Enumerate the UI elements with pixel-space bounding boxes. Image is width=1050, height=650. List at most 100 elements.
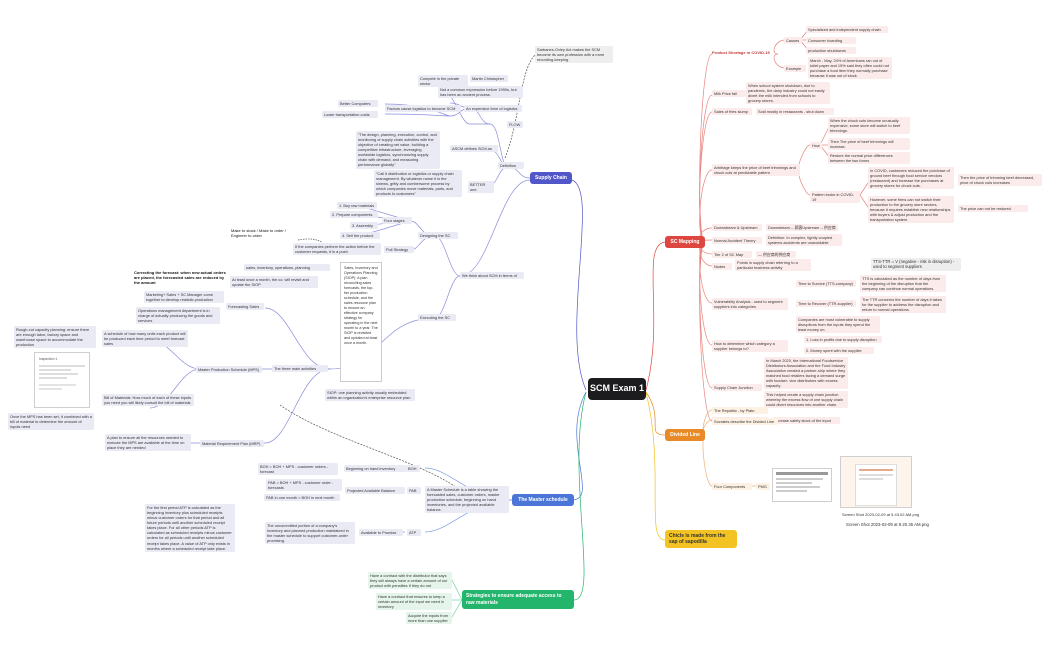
node-sop-card[interactable]: Sales, Inventory and Operations Planning… xyxy=(340,262,382,382)
node-four-stages[interactable]: Four stages xyxy=(382,217,412,225)
branch-sc-mapping[interactable]: SC Mapping xyxy=(665,236,705,248)
node-restore[interactable]: Restore the normal price differences bet… xyxy=(828,152,910,165)
node-arbitrage[interactable]: Arbitrage keeps the price of beef trimmi… xyxy=(712,164,800,177)
node-rough-cut[interactable]: Rough-cut capacity planning: ensure ther… xyxy=(14,326,96,349)
node-trim-increase[interactable]: Then The price of beef trimmings will in… xyxy=(828,138,910,151)
node-push-pull[interactable]: Pull Strategy xyxy=(384,246,414,254)
node-forecasting[interactable]: Forecasting Sales xyxy=(226,303,264,311)
node-sell[interactable]: 4. Sell the product xyxy=(340,232,380,240)
node-executing[interactable]: Executing the SC xyxy=(418,314,456,322)
node-tts-text[interactable]: TTS is calculated as the number of days … xyxy=(860,275,946,293)
node-sold-mostly[interactable]: Sold mostly in restaurants - shut down xyxy=(756,108,834,116)
node-downstream-text[interactable]: Downstream -- 顾客Upstream -- 供应商 xyxy=(766,224,838,232)
branch-strategies[interactable]: Strategies to ensure adequate access to … xyxy=(462,590,574,609)
image-thumbnail-screenshot-2[interactable] xyxy=(840,456,912,508)
node-pab-label[interactable]: Projected Available Balance xyxy=(345,487,405,495)
node-factors[interactable]: Factors cause logistics to become SCM xyxy=(385,105,461,113)
node-how[interactable]: How xyxy=(810,142,822,150)
node-chuck-expensive[interactable]: When the chuck cuts become unusually exp… xyxy=(828,117,910,135)
node-definition[interactable]: Definition xyxy=(498,162,524,170)
node-tier2[interactable]: Tier 2 of SC Map xyxy=(712,251,752,259)
node-ttr-text[interactable]: The TTR concerns the number of days it t… xyxy=(860,296,946,314)
node-compete[interactable]: Compete in the private sector xyxy=(418,75,468,88)
node-better-computers[interactable]: Better Computers xyxy=(338,100,378,108)
node-loss[interactable]: 1. Loss in profits due to supply disrupt… xyxy=(804,336,882,344)
node-price-trim-dec[interactable]: Then the price of trimming beef decrease… xyxy=(958,174,1042,187)
node-pab-ref[interactable]: PAB in one month = BOH in next month xyxy=(264,494,340,502)
node-not-common[interactable]: Not a common expression before 1990s, bu… xyxy=(438,86,523,99)
node-designing[interactable]: Designing the SC xyxy=(418,232,458,240)
node-sox[interactable]: Sarbanes-Oxley Act makes the SCM become … xyxy=(535,46,613,64)
node-prepare[interactable]: 2. Prepare components xyxy=(330,211,378,219)
node-sop-meet[interactable]: At least once a month, the co. will revi… xyxy=(230,276,318,289)
node-junction-help[interactable]: This helped create a supply chain juncti… xyxy=(764,391,848,409)
node-downstream[interactable]: Downstream & Upstream xyxy=(712,224,762,232)
node-boh-formula[interactable]: BOH = BOH + MPS - customer orders - fore… xyxy=(258,463,338,476)
node-price-not-restored[interactable]: The price can not be restored xyxy=(958,205,1028,213)
node-ascm-def[interactable]: "The design, planning, execution, contro… xyxy=(356,131,440,169)
node-marketing[interactable]: Marketing+ Sales + SC Manager come toget… xyxy=(144,291,224,304)
node-mrp[interactable]: Material Requirement Plan (MRP) xyxy=(200,440,264,448)
branch-supply-chain[interactable]: Supply Chain xyxy=(530,172,572,184)
node-tts-ttr[interactable]: TTS-TTR = V (negative - risk in disrupti… xyxy=(871,258,961,271)
node-boh[interactable]: BOH xyxy=(406,465,420,473)
branch-divided-line[interactable]: Divided Line xyxy=(665,429,705,441)
node-ops-mgmt[interactable]: Operations management department is in c… xyxy=(136,307,220,325)
node-siop-def[interactable]: SIOP: one planning activity usually embe… xyxy=(325,389,415,402)
node-pab[interactable]: PAB xyxy=(407,487,421,495)
node-mps-schedule[interactable]: A schedule of how many units each produc… xyxy=(102,330,188,348)
node-junction-text[interactable]: In March 2020, the International Foodser… xyxy=(764,357,848,390)
node-risk-text[interactable]: Increase safety stock of the input xyxy=(772,417,840,425)
image-thumbnail-inspection[interactable]: Inspection 1 xyxy=(34,352,90,408)
node-nodes-text[interactable]: Points in supply chain referring to a pa… xyxy=(735,259,811,272)
node-hoarding[interactable]: Consumer hoarding xyxy=(806,37,856,45)
image-thumbnail-screenshot-1[interactable] xyxy=(772,468,832,502)
node-causes[interactable]: Causes xyxy=(784,37,802,45)
node-martin[interactable]: Martin Christopher xyxy=(470,75,508,83)
node-acquire[interactable]: Acquire the inputs from more than one su… xyxy=(406,612,452,625)
node-pmg[interactable]: PMG xyxy=(756,483,770,491)
node-vulnerable[interactable]: Companies are most vulnerable to supply … xyxy=(796,316,880,334)
root-topic[interactable]: SCM Exam 1 xyxy=(588,378,646,400)
node-tier2-text[interactable]: — 供应商的供应商 xyxy=(756,251,796,259)
node-atp-text[interactable]: For the first period ATP is calculated a… xyxy=(145,504,235,552)
node-four-components[interactable]: Four Components xyxy=(712,483,752,491)
branch-chicle[interactable]: Chicle is made from the sap of sapodilla xyxy=(665,530,737,548)
node-atp-label[interactable]: Available to Promise xyxy=(359,529,403,537)
node-pab-formula[interactable]: PAB = BOH + MPS - customer order - forec… xyxy=(266,479,342,492)
node-junction[interactable]: Supply Chain Junction xyxy=(712,384,762,392)
node-ttr[interactable]: Time to Recover (TTR-supplier) xyxy=(796,300,856,308)
node-example-text[interactable]: March - May, 24% of Americans ran out of… xyxy=(808,57,892,80)
node-bom[interactable]: Bill of Materials: How much of each of t… xyxy=(102,394,194,407)
node-lower-transport[interactable]: Lower transportation costs xyxy=(322,111,378,119)
node-pull-desc[interactable]: If the companies perform the action befo… xyxy=(293,243,381,256)
node-three-main[interactable]: The three main activities xyxy=(272,365,328,373)
node-pattern-broke[interactable]: Pattern broke in COVID-19 xyxy=(810,191,860,204)
node-contract-penalties[interactable]: Have a contract with the distributor tha… xyxy=(368,572,452,590)
node-republic[interactable]: The Republic - by Plato xyxy=(712,407,768,415)
node-sales-slump[interactable]: Sales of fries slump xyxy=(712,108,752,116)
node-normal-theory[interactable]: Normal Accident Theory xyxy=(712,237,762,245)
node-ascm-label[interactable]: ASCM defines SCM as xyxy=(450,145,498,153)
node-covid-chuck[interactable]: In COVID, customers reduced the purchase… xyxy=(868,167,954,190)
node-make-to-stock[interactable]: Make to stock / Make to order / Engineer… xyxy=(231,228,286,239)
node-once-mps[interactable]: Once the MPS has been set, it combined w… xyxy=(8,413,94,431)
node-flow[interactable]: FLOW xyxy=(507,121,523,129)
node-master-def[interactable]: A Master Schedule is a table showing the… xyxy=(425,486,509,514)
node-expensive[interactable]: An expensive form of logistics xyxy=(464,105,522,113)
node-tts[interactable]: Time to Survive (TTS-company) xyxy=(796,280,856,288)
node-better-label[interactable]: BETTER one xyxy=(468,181,494,194)
node-correcting[interactable]: Correcting the forecast: when new actual… xyxy=(134,270,226,286)
node-specialized[interactable]: Specialized and independent supply chain xyxy=(806,26,888,34)
node-shutdowns[interactable]: production shutdowns xyxy=(806,47,856,55)
node-example[interactable]: Example xyxy=(784,65,806,73)
node-mps[interactable]: Master Production Schedule (MPS) xyxy=(196,366,262,374)
node-however[interactable]: However, some firms can not switch their… xyxy=(868,196,954,224)
node-determine[interactable]: How to determine which category a suppli… xyxy=(712,340,788,353)
node-milk-text[interactable]: When school system shutdown, due to pand… xyxy=(746,82,830,105)
node-money-spent[interactable]: 2. Money spent with the supplier xyxy=(804,347,874,355)
node-milk[interactable]: Milk Price fall xyxy=(712,90,746,98)
node-nodes[interactable]: Nodes xyxy=(712,263,732,271)
node-atp[interactable]: ATP xyxy=(407,529,421,537)
